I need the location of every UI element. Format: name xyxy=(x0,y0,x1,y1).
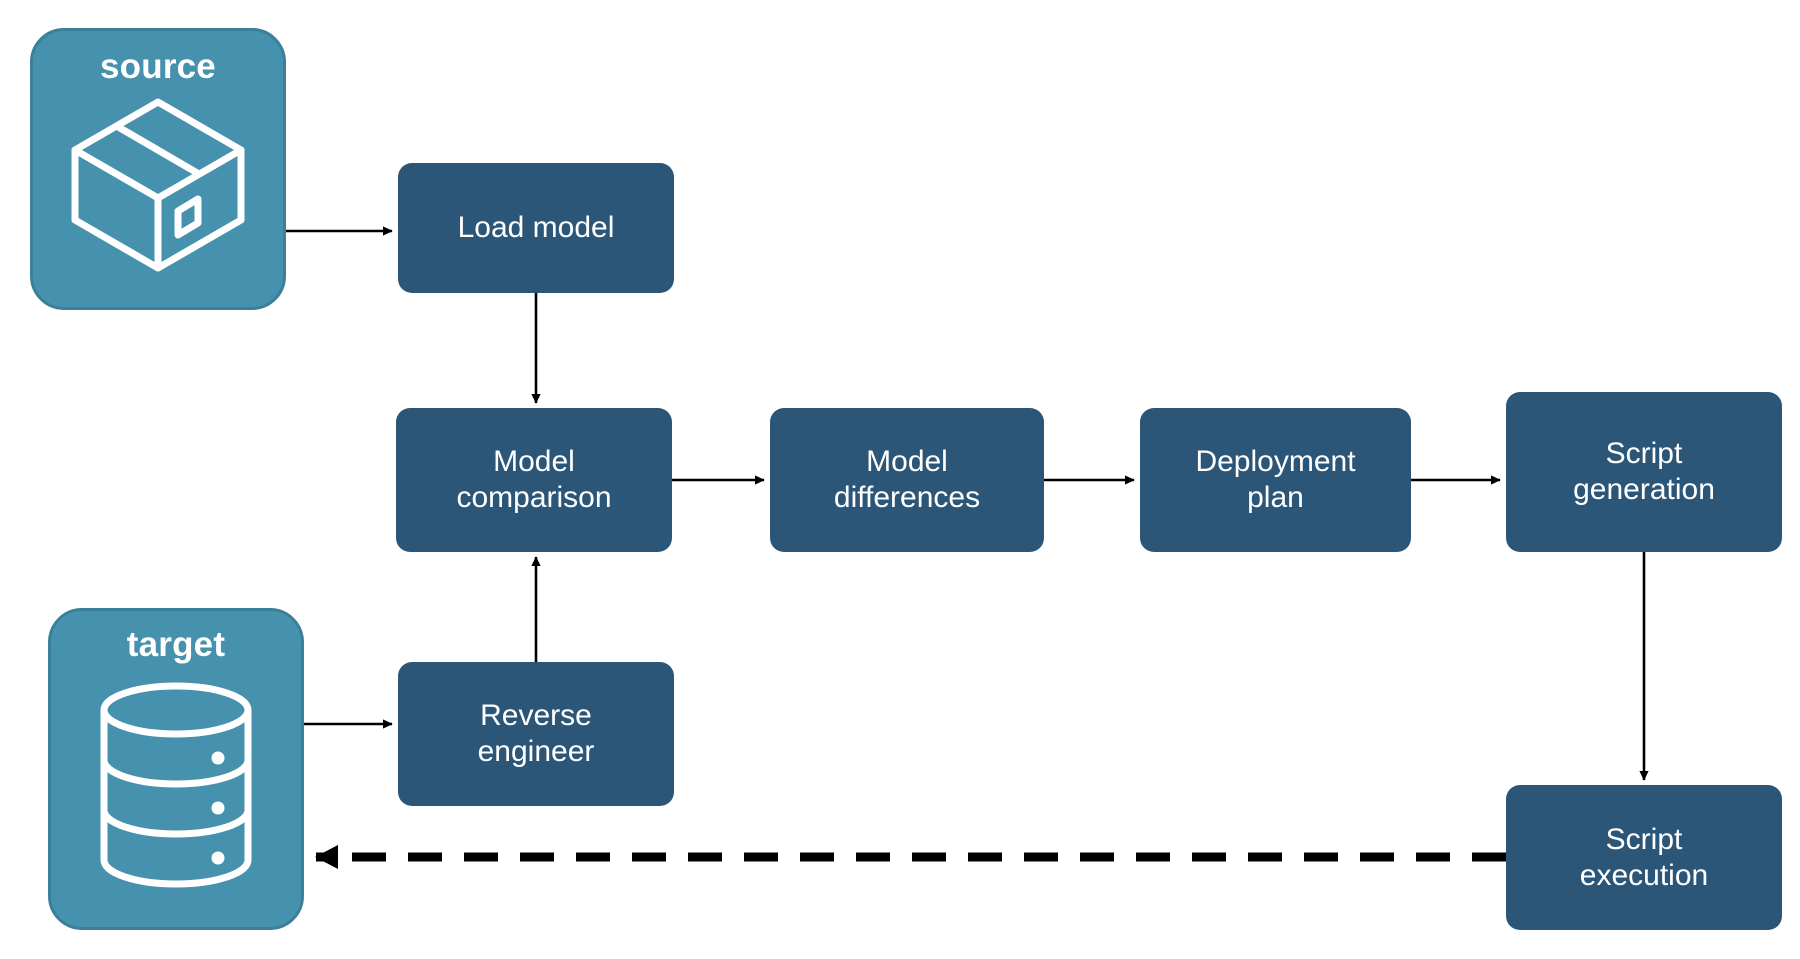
node-script-generation[interactable]: Script generation xyxy=(1506,392,1782,552)
node-model-differences[interactable]: Model differences xyxy=(770,408,1044,552)
node-source[interactable]: source xyxy=(30,28,286,310)
database-cylinder-icon xyxy=(51,662,301,907)
node-script-execution[interactable]: Script execution xyxy=(1506,785,1782,930)
node-reverse-engineer-label: Reverse engineer xyxy=(477,699,595,768)
node-target[interactable]: target xyxy=(48,608,304,930)
node-script-generation-label: Script generation xyxy=(1573,437,1715,506)
node-source-label: source xyxy=(100,47,216,86)
node-load-model[interactable]: Load model xyxy=(398,163,674,293)
node-model-differences-label: Model differences xyxy=(833,445,981,514)
node-reverse-engineer[interactable]: Reverse engineer xyxy=(398,662,674,806)
node-deployment-plan[interactable]: Deployment plan xyxy=(1140,408,1411,552)
node-model-comparison[interactable]: Model comparison xyxy=(396,408,672,552)
package-box-icon xyxy=(33,84,283,285)
node-load-model-label: Load model xyxy=(457,211,615,244)
node-target-label: target xyxy=(126,625,226,664)
node-deployment-plan-label: Deployment plan xyxy=(1195,445,1356,514)
node-model-comparison-label: Model comparison xyxy=(456,445,612,514)
node-script-execution-label: Script execution xyxy=(1579,822,1709,892)
